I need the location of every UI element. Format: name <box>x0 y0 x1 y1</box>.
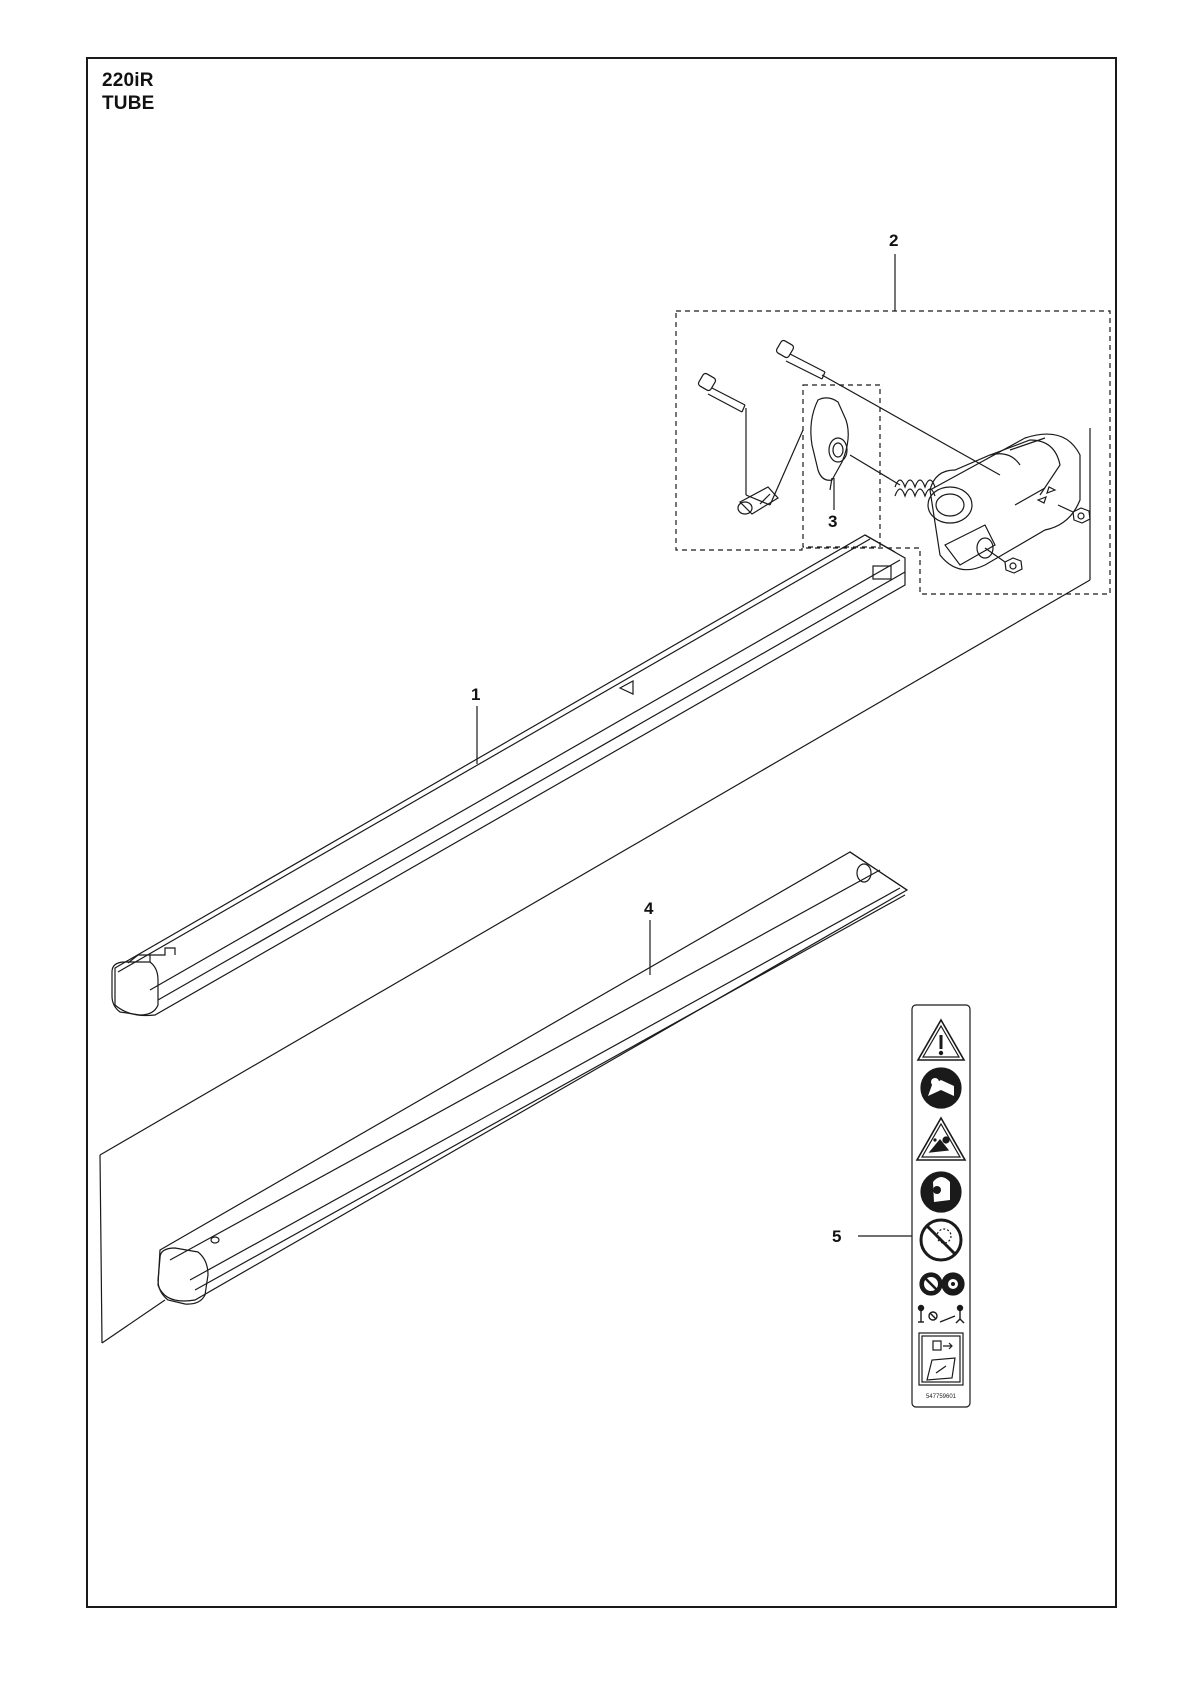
manual-reference-icon <box>918 1332 964 1386</box>
assembly-guide-line <box>99 428 1091 1344</box>
nut-2 <box>1072 507 1091 524</box>
spring <box>849 454 936 498</box>
part-5-decal <box>911 1004 971 1408</box>
section-title: TUBE <box>102 93 155 114</box>
safety-distance-icon <box>917 1304 965 1324</box>
no-blade-icons <box>919 1272 965 1296</box>
no-sawblade-icon <box>919 1218 963 1262</box>
part-3-lever <box>810 397 849 491</box>
callout-2: 2 <box>889 231 898 250</box>
callout-1: 1 <box>471 685 480 704</box>
bolt-right <box>775 339 826 380</box>
part-1-upper-tube <box>111 534 906 1017</box>
drawing-frame <box>86 57 1117 1608</box>
callout-5: 5 <box>832 1227 841 1246</box>
nut-1 <box>1004 557 1023 574</box>
ear-eye-head-protection-icon <box>920 1171 962 1213</box>
model-title: 220iR <box>102 70 154 91</box>
warning-triangle-icon <box>916 1018 966 1061</box>
thrown-objects-warning-icon <box>915 1116 967 1161</box>
part-2-assembly-box <box>675 310 1111 595</box>
part-3-lever-box <box>802 384 881 548</box>
pin <box>737 486 779 515</box>
decal-part-number: 547759601 <box>926 1394 957 1400</box>
read-manual-icon <box>920 1067 962 1109</box>
callout-3: 3 <box>828 512 837 531</box>
part-4-sleeve-tube <box>157 851 909 1305</box>
bolt-left <box>697 372 746 413</box>
callout-4: 4 <box>644 899 654 918</box>
handle-clamp <box>927 433 1081 571</box>
